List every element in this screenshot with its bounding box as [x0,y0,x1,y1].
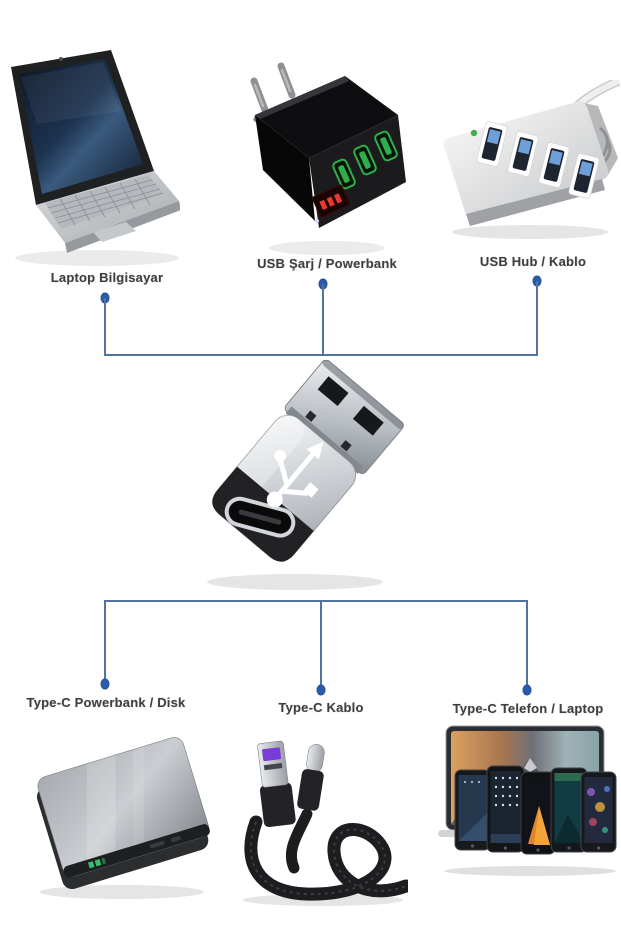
usb-a-plug [284,360,404,474]
usb-charger-image [245,58,410,258]
usb-ports-green [332,130,398,190]
connector-line [104,600,106,684]
adapter-image [195,360,420,592]
smartphones [454,765,617,855]
battery-led-icon [87,857,107,869]
connector-line [320,600,322,690]
laptop-image [5,45,180,270]
usb-c-connector [297,744,325,811]
powerbank-image [22,718,212,903]
label-usb-sarj-powerbank: USB Şarj / Powerbank [257,256,397,271]
usb-c-port [224,496,296,538]
connector-line [104,298,106,355]
label-type-c-telefon-laptop: Type-C Telefon / Laptop [452,701,604,716]
label-type-c-powerbank-disk: Type-C Powerbank / Disk [26,695,186,710]
powerbank-disk-icon [36,737,210,899]
usb-a-ports [476,121,600,199]
laptop-screen [19,59,143,194]
laptop-touchpad [93,222,136,242]
laptop-keyboard [45,175,164,229]
connector-dot [100,678,110,690]
led-display [312,184,350,218]
connector-line [322,284,324,355]
connector-line [536,281,538,355]
label-laptop-bilgisayar: Laptop Bilgisayar [50,270,164,285]
phones-laptop-image [438,722,621,877]
label-type-c-kablo: Type-C Kablo [278,700,364,715]
type-c-cable-image [228,730,408,910]
usb-a-to-type-c-adapter-icon [207,360,404,590]
label-usb-hub-kablo: USB Hub / Kablo [479,254,587,269]
type-c-cable-icon [243,740,408,906]
eu-plug-pins [250,62,296,114]
laptop-icon [11,50,180,266]
connector-dot [316,684,326,696]
connector-rail-bottom [104,600,528,602]
webcam-icon [59,57,63,61]
braided-cable [244,808,408,901]
power-led-icon [470,129,478,137]
usb-hub-image [430,80,620,250]
usb-hub-icon [443,80,620,239]
phones-laptop-icon [438,725,617,876]
usb-a-connector [257,740,296,828]
usb-wall-charger-icon [250,62,406,255]
usb-trident-icon [266,441,324,508]
connector-line [526,600,528,690]
connector-dot [522,684,532,696]
connector-rail-top [104,354,538,356]
